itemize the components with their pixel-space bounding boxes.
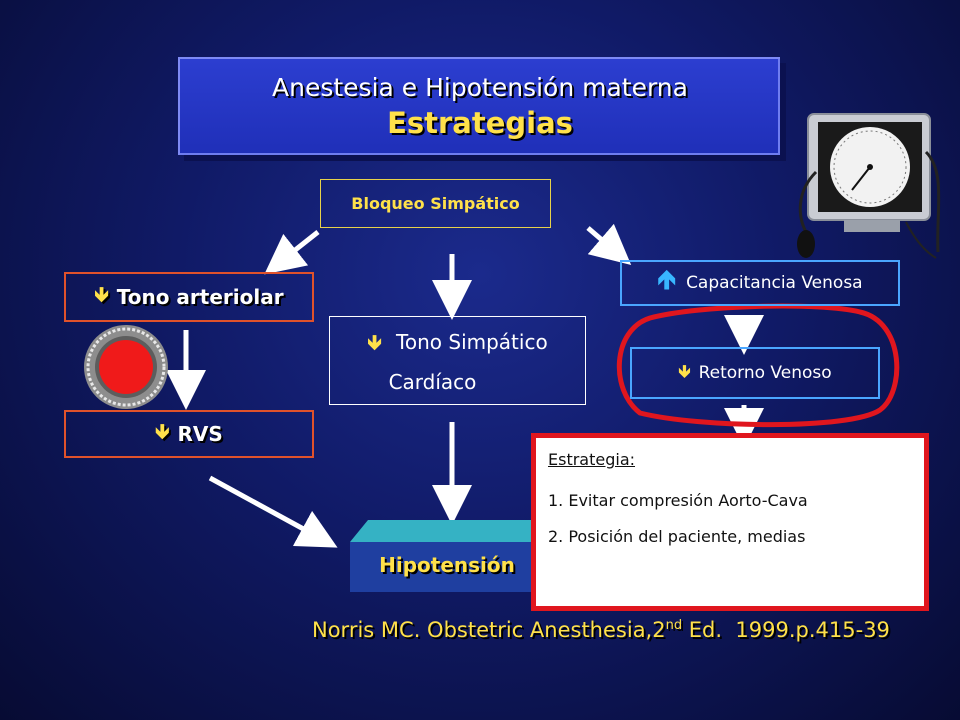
reference-text-end: Ed. 1999.p.415-39 <box>682 618 890 642</box>
down-arrow-icon: 🡻 <box>367 329 382 354</box>
hipotension-box <box>350 520 550 592</box>
capacitancia-venosa-box: 🡹 Capacitancia Venosa <box>620 260 900 306</box>
tono-simpatico-label: Tono Simpático <box>396 329 548 354</box>
title-banner: Anestesia e Hipotensión materna Estrateg… <box>178 57 780 155</box>
strategy-item-2: 2. Posición del paciente, medias <box>548 527 806 546</box>
reference-superscript: nd <box>665 618 683 633</box>
bloqueo-simpatico-label: Bloqueo Simpático <box>351 194 520 213</box>
arrow-to-capacitancia <box>586 223 632 266</box>
hipotension-label: Hipotensión <box>379 553 515 577</box>
strategy-item-1: 1. Evitar compresión Aorto-Cava <box>548 491 808 510</box>
retorno-venoso-label: Retorno Venoso <box>698 363 832 383</box>
capacitancia-venosa-label: Capacitancia Venosa <box>686 273 863 293</box>
tono-simpatico-label-line2: Cardíaco <box>388 369 477 394</box>
arrow-rvs-to-hipotension <box>208 475 338 548</box>
arrow-to-tono-arteriolar <box>264 230 320 275</box>
sphygmomanometer-icon <box>797 113 941 259</box>
rvs-box: 🡻 RVS <box>64 410 314 458</box>
tono-arteriolar-box: 🡻 Tono arteriolar <box>64 272 314 322</box>
title-line1: Anestesia e Hipotensión materna <box>272 73 688 102</box>
reference-text: Norris MC. Obstetric Anesthesia,2 <box>312 618 666 642</box>
title-line2: Estrategias <box>387 106 573 140</box>
reference-citation: Norris MC. Obstetric Anesthesia,2nd Ed. … <box>312 618 942 658</box>
bloqueo-simpatico-box: Bloqueo Simpático <box>320 179 551 228</box>
retorno-venoso-box: 🡻 Retorno Venoso <box>630 347 880 399</box>
down-arrow-icon: 🡻 <box>94 282 109 306</box>
down-arrow-icon: 🡻 <box>155 419 170 443</box>
strategy-box: Estrategia: 1. Evitar compresión Aorto-C… <box>531 433 929 611</box>
up-arrow-icon: 🡹 <box>657 265 677 295</box>
vessel-cross-section-icon <box>84 325 168 409</box>
strategy-heading: Estrategia: <box>548 450 636 469</box>
tono-simpatico-box: 🡻 Tono Simpático Cardíaco <box>329 316 586 405</box>
down-arrow-icon: 🡻 <box>678 361 691 382</box>
rvs-label: RVS <box>177 422 223 446</box>
highlight-loop <box>616 303 900 428</box>
tono-arteriolar-label: Tono arteriolar <box>116 285 284 309</box>
